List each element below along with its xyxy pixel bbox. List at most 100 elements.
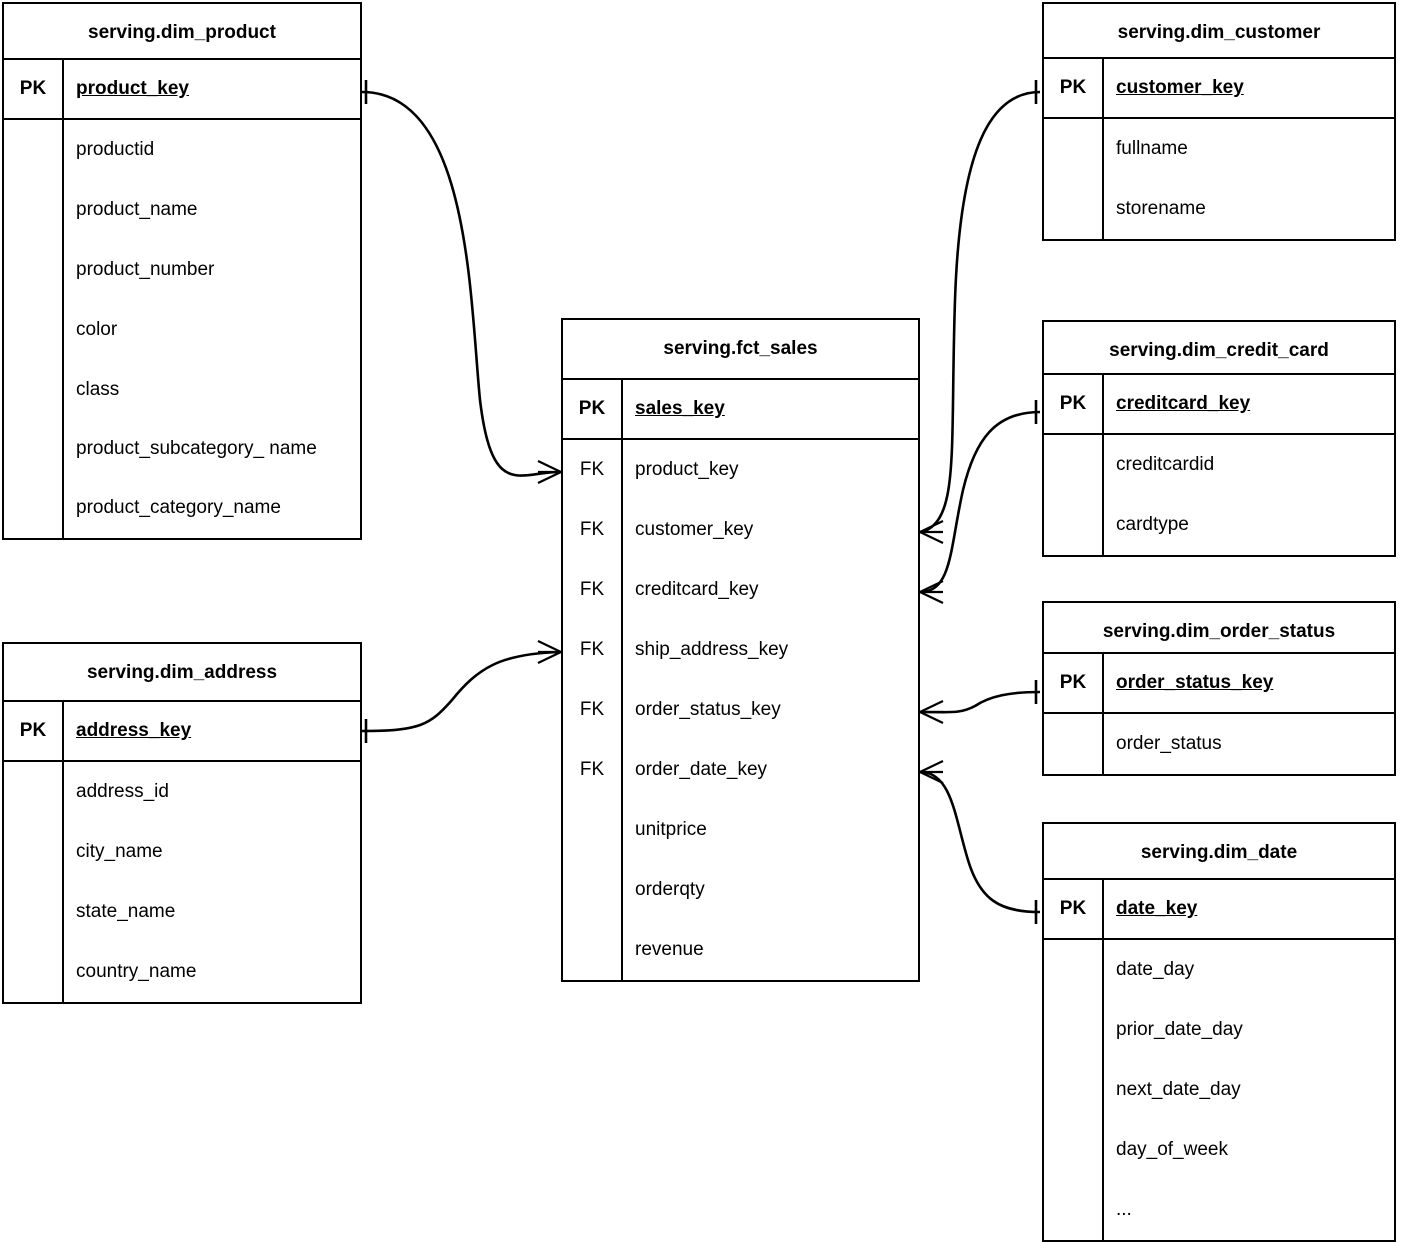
attribute-row[interactable]: productid bbox=[4, 120, 360, 180]
attribute-row[interactable]: ... bbox=[1044, 1180, 1394, 1240]
key-badge bbox=[4, 420, 64, 478]
pk-row-dim-product[interactable]: PK product_key bbox=[4, 60, 360, 120]
pk-row-fct-sales[interactable]: PK sales_key bbox=[563, 380, 918, 440]
entity-title-dim-customer: serving.dim_customer bbox=[1044, 4, 1394, 59]
relationship-address bbox=[361, 640, 562, 743]
key-badge bbox=[4, 882, 64, 942]
attribute-row[interactable]: fullname bbox=[1044, 119, 1394, 179]
pk-badge: PK bbox=[4, 702, 64, 760]
attribute-row[interactable]: next_date_day bbox=[1044, 1060, 1394, 1120]
pk-field-creditcard-key: creditcard_key bbox=[1116, 393, 1251, 414]
attribute-list-dim-customer: fullname storename bbox=[1044, 119, 1394, 239]
entity-fct-sales[interactable]: serving.fct_sales PK sales_key FK produc… bbox=[561, 318, 920, 982]
attribute-row[interactable]: revenue bbox=[563, 920, 918, 980]
pk-row-dim-order-status[interactable]: PK order_status_key bbox=[1044, 654, 1394, 714]
entity-dim-address[interactable]: serving.dim_address PK address_key addre… bbox=[2, 642, 362, 1004]
attribute-row[interactable]: unitprice bbox=[563, 800, 918, 860]
attribute-row[interactable]: FK product_key bbox=[563, 440, 918, 500]
pk-row-dim-customer[interactable]: PK customer_key bbox=[1044, 59, 1394, 119]
entity-title-dim-address: serving.dim_address bbox=[4, 644, 360, 702]
entity-dim-date[interactable]: serving.dim_date PK date_key date_day pr… bbox=[1042, 822, 1396, 1242]
attribute-list-dim-product: productid product_name product_number co… bbox=[4, 120, 360, 538]
pk-badge: PK bbox=[563, 380, 623, 438]
key-badge bbox=[1044, 1000, 1104, 1060]
attribute-list-dim-order-status: order_status bbox=[1044, 714, 1394, 774]
pk-badge: PK bbox=[1044, 375, 1104, 433]
attribute-row[interactable]: FK order_date_key bbox=[563, 740, 918, 800]
attribute-row[interactable]: color bbox=[4, 300, 360, 360]
fk-badge: FK bbox=[563, 560, 623, 620]
pk-badge: PK bbox=[4, 60, 64, 118]
key-badge bbox=[1044, 495, 1104, 555]
key-badge bbox=[4, 822, 64, 882]
key-badge bbox=[563, 800, 623, 860]
attribute-row[interactable]: product_number bbox=[4, 240, 360, 300]
attribute-revenue: revenue bbox=[635, 939, 704, 960]
attribute-productid: productid bbox=[76, 139, 155, 160]
entity-title-dim-credit-card: serving.dim_credit_card bbox=[1044, 322, 1394, 375]
attribute-ellipsis: ... bbox=[1116, 1199, 1132, 1220]
entity-title-dim-product: serving.dim_product bbox=[4, 4, 360, 60]
attribute-list-dim-address: address_id city_name state_name country_… bbox=[4, 762, 360, 1002]
attribute-creditcard-key: creditcard_key bbox=[635, 579, 759, 600]
attribute-list-fct-sales: FK product_key FK customer_key FK credit… bbox=[563, 440, 918, 980]
attribute-row[interactable]: creditcardid bbox=[1044, 435, 1394, 495]
pk-row-dim-date[interactable]: PK date_key bbox=[1044, 880, 1394, 940]
attribute-row[interactable]: storename bbox=[1044, 179, 1394, 239]
attribute-row[interactable]: address_id bbox=[4, 762, 360, 822]
key-badge bbox=[4, 762, 64, 822]
key-badge bbox=[4, 942, 64, 1002]
pk-field-order-status-key: order_status_key bbox=[1116, 672, 1274, 693]
entity-dim-credit-card[interactable]: serving.dim_credit_card PK creditcard_ke… bbox=[1042, 320, 1396, 557]
attribute-fullname: fullname bbox=[1116, 138, 1188, 159]
attribute-row[interactable]: FK ship_address_key bbox=[563, 620, 918, 680]
fk-badge: FK bbox=[563, 500, 623, 560]
attribute-row[interactable]: product_subcategory_ name bbox=[4, 420, 360, 478]
attribute-class: class bbox=[76, 379, 120, 400]
attribute-row[interactable]: country_name bbox=[4, 942, 360, 1002]
attribute-row[interactable]: FK order_status_key bbox=[563, 680, 918, 740]
attribute-row[interactable]: product_category_name bbox=[4, 478, 360, 538]
entity-dim-customer[interactable]: serving.dim_customer PK customer_key ful… bbox=[1042, 2, 1396, 241]
attribute-row[interactable]: orderqty bbox=[563, 860, 918, 920]
attribute-row[interactable]: class bbox=[4, 360, 360, 420]
key-badge bbox=[1044, 940, 1104, 1000]
attribute-city-name: city_name bbox=[76, 841, 163, 862]
attribute-row[interactable]: FK creditcard_key bbox=[563, 560, 918, 620]
attribute-color: color bbox=[76, 319, 118, 340]
pk-row-dim-address[interactable]: PK address_key bbox=[4, 702, 360, 762]
attribute-row[interactable]: state_name bbox=[4, 882, 360, 942]
key-badge bbox=[1044, 1180, 1104, 1240]
key-badge bbox=[1044, 179, 1104, 239]
key-badge bbox=[1044, 1120, 1104, 1180]
relationship-orderstatus bbox=[919, 680, 1041, 724]
fk-badge: FK bbox=[563, 680, 623, 740]
attribute-row[interactable]: city_name bbox=[4, 822, 360, 882]
attribute-row[interactable]: cardtype bbox=[1044, 495, 1394, 555]
relationship-creditcard bbox=[919, 400, 1041, 604]
attribute-storename: storename bbox=[1116, 198, 1206, 219]
attribute-cardtype: cardtype bbox=[1116, 514, 1189, 535]
entity-dim-product[interactable]: serving.dim_product PK product_key produ… bbox=[2, 2, 362, 540]
attribute-row[interactable]: date_day bbox=[1044, 940, 1394, 1000]
entity-dim-order-status[interactable]: serving.dim_order_status PK order_status… bbox=[1042, 601, 1396, 776]
attribute-row[interactable]: prior_date_day bbox=[1044, 1000, 1394, 1060]
entity-title-dim-date: serving.dim_date bbox=[1044, 824, 1394, 880]
pk-field-customer-key: customer_key bbox=[1116, 77, 1244, 98]
pk-row-dim-credit-card[interactable]: PK creditcard_key bbox=[1044, 375, 1394, 435]
key-badge bbox=[4, 120, 64, 180]
attribute-row[interactable]: product_name bbox=[4, 180, 360, 240]
attribute-orderqty: orderqty bbox=[635, 879, 705, 900]
attribute-next-date-day: next_date_day bbox=[1116, 1079, 1241, 1100]
key-badge bbox=[1044, 714, 1104, 774]
attribute-product-key: product_key bbox=[635, 459, 739, 480]
pk-field-date-key: date_key bbox=[1116, 898, 1198, 919]
attribute-list-dim-date: date_day prior_date_day next_date_day da… bbox=[1044, 940, 1394, 1240]
key-badge bbox=[563, 920, 623, 980]
attribute-row[interactable]: order_status bbox=[1044, 714, 1394, 774]
relationship-product bbox=[361, 80, 562, 484]
attribute-customer-key: customer_key bbox=[635, 519, 754, 540]
attribute-row[interactable]: FK customer_key bbox=[563, 500, 918, 560]
attribute-address-id: address_id bbox=[76, 781, 169, 802]
attribute-row[interactable]: day_of_week bbox=[1044, 1120, 1394, 1180]
